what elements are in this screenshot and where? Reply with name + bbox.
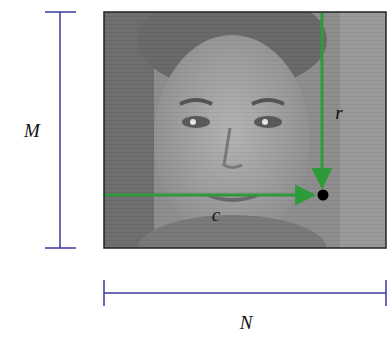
image-border — [104, 12, 386, 248]
column-label: c — [212, 205, 220, 224]
face-photo — [104, 12, 386, 248]
height-label: M — [24, 121, 40, 140]
pixel-dot — [318, 190, 329, 201]
width-label: N — [240, 313, 253, 332]
width-bracket — [104, 280, 386, 306]
row-label: r — [335, 103, 342, 122]
column-arrow — [105, 194, 314, 197]
row-arrow — [321, 13, 324, 187]
height-bracket — [45, 12, 76, 248]
